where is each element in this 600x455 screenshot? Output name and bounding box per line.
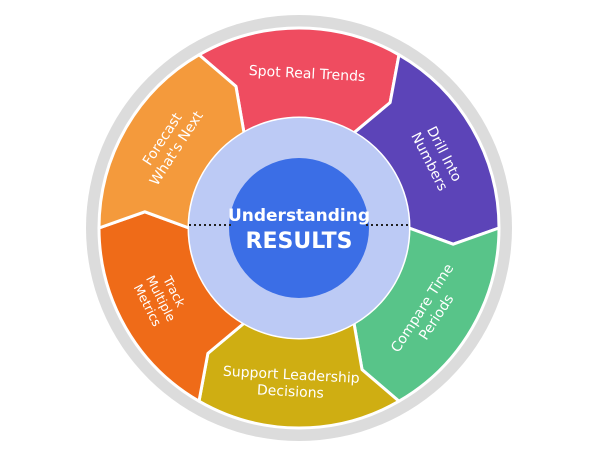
- segments-group: [97, 26, 501, 430]
- segment-label-spot-real-trends: Spot Real Trends: [248, 63, 365, 85]
- segment-label-support-leadership-decisions: Support LeadershipDecisions: [222, 364, 360, 404]
- center-title-line2: RESULTS: [246, 229, 353, 254]
- center-title-line1: Understanding: [228, 206, 370, 226]
- segment-label-line: Spot Real Trends: [248, 63, 365, 85]
- segment-label-line: Support Leadership: [223, 364, 361, 387]
- segment-label-line: Decisions: [257, 382, 325, 401]
- hub-core: [229, 158, 369, 298]
- segment-label-track-multiple-metrics: TrackMultipleMetrics: [130, 266, 193, 331]
